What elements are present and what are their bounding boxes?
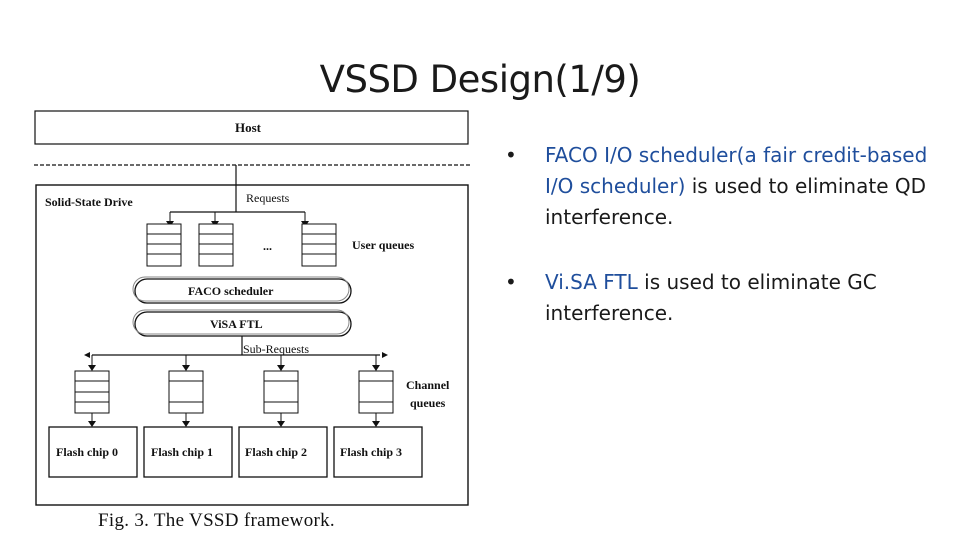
requests-label: Requests — [246, 191, 290, 205]
user-queue-0 — [146, 223, 182, 267]
bullet-marker: • — [505, 143, 517, 167]
faco-scheduler-box — [134, 278, 352, 304]
flash-chip-3-label: Flash chip 3 — [340, 445, 402, 459]
channel-queue-1 — [168, 370, 204, 414]
bullet-marker: • — [505, 270, 517, 294]
flash-chip-1-box — [143, 426, 233, 478]
visa-ftl-box — [134, 311, 352, 337]
slide-title: VSSD Design(1/9) — [319, 58, 641, 101]
visa-label: ViSA FTL — [210, 317, 263, 331]
channel-queue-2 — [263, 370, 299, 414]
flash-chip-1-label: Flash chip 1 — [151, 445, 213, 459]
host-label: Host — [235, 120, 262, 135]
figure-caption: Fig. 3. The VSSD framework. — [98, 510, 335, 531]
user-queue-1 — [198, 223, 234, 267]
bullet-visa: • Vi.SA FTL is used to eliminate GC inte… — [505, 267, 935, 329]
host-box — [34, 110, 469, 145]
flash-chip-3-box — [333, 426, 423, 478]
bullet-faco: • FACO I/O scheduler(a fair credit-based… — [505, 140, 935, 233]
channel-label-2: queues — [410, 396, 446, 410]
channel-queue-0 — [74, 370, 110, 414]
bullet-faco-highlight: FACO I/O scheduler(a fair credit-based I… — [545, 143, 928, 198]
flash-chip-2-label: Flash chip 2 — [245, 445, 307, 459]
subrequests-label: Sub-Requests — [243, 342, 309, 356]
bullet-visa-highlight: Vi.SA FTL — [545, 270, 638, 294]
flash-chip-2-box — [238, 426, 328, 478]
flash-chip-0-box — [48, 426, 138, 478]
ssd-label: Solid-State Drive — [45, 195, 133, 209]
channel-label-1: Channel — [406, 378, 450, 392]
user-queue-n — [301, 223, 337, 267]
flash-chip-0-label: Flash chip 0 — [56, 445, 118, 459]
faco-label: FACO scheduler — [188, 284, 274, 298]
bullet-list: • FACO I/O scheduler(a fair credit-based… — [505, 140, 935, 363]
channel-queue-3 — [358, 370, 394, 414]
diagram-svg: Host Solid-State Drive Requests ... — [34, 110, 470, 506]
user-queues-label: User queues — [352, 238, 414, 252]
ssd-box — [35, 184, 469, 506]
queue-ellipsis: ... — [263, 239, 272, 253]
vssd-framework-diagram: Host Solid-State Drive Requests ... — [30, 105, 475, 515]
bullet-faco-text: is used to eliminate QD interference. — [545, 174, 927, 229]
bullet-visa-text: is used to eliminate GC interference. — [545, 270, 877, 325]
